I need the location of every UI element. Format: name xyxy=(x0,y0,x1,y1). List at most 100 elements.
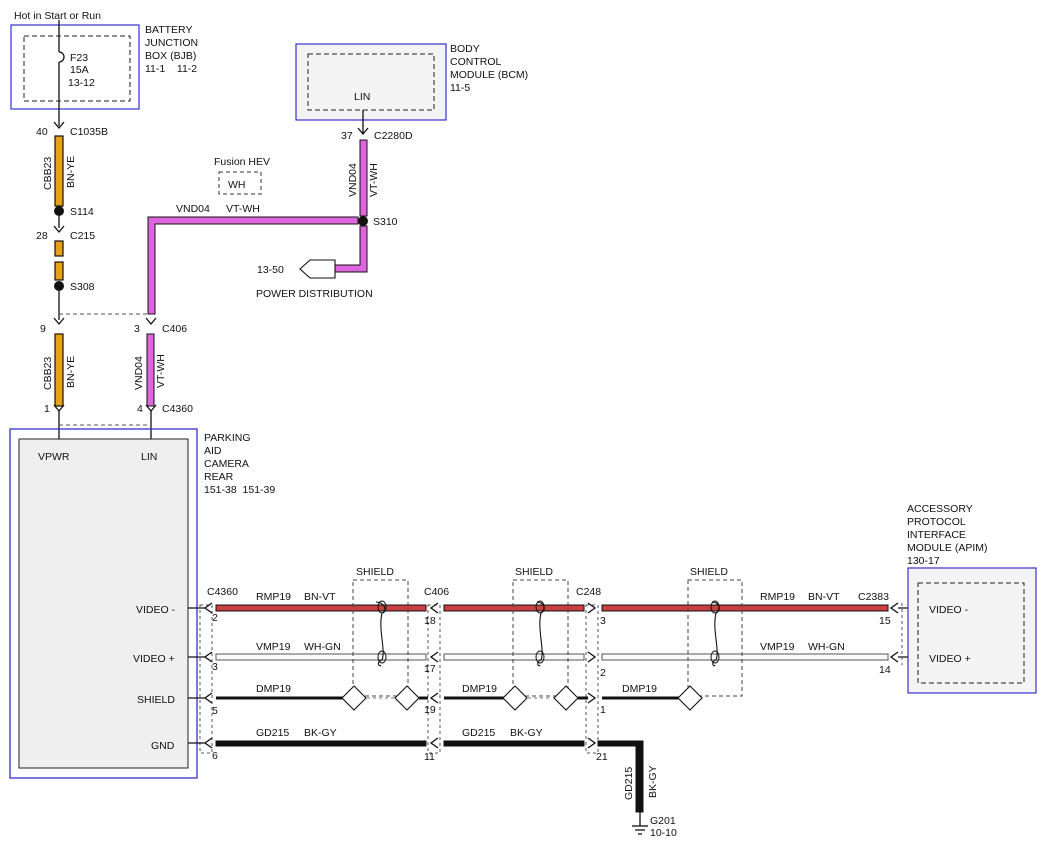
c248-side-name: C248 xyxy=(576,586,601,598)
wire-vnd04-label-2: VND04 xyxy=(176,203,210,215)
apim-module-box xyxy=(907,567,1037,694)
wire-wh-gn-label-a: WH-GN xyxy=(304,641,341,653)
shield-box-b xyxy=(512,579,569,697)
wire-vnd04-label-3: VND04 xyxy=(133,356,145,390)
wire-rmp19-seg-c xyxy=(601,604,889,612)
apim-name-3: INTERFACE xyxy=(907,529,966,541)
c2383-side-name: C2383 xyxy=(858,591,889,603)
camera-name-4: REAR xyxy=(204,471,234,483)
c406-side-name: C406 xyxy=(424,586,449,598)
wire-gd215-ground xyxy=(597,740,644,813)
fuse-icon xyxy=(58,51,65,63)
camera-pin-video-plus: VIDEO + xyxy=(133,653,175,665)
c215-name: C215 xyxy=(70,230,95,242)
connector-c215-icon xyxy=(53,225,65,234)
wire-vnd04-horizontal xyxy=(147,216,359,315)
wire-gd215-label-a: GD215 xyxy=(256,727,289,739)
camera-name-3: CAMERA xyxy=(204,458,249,470)
fuse-name: F23 xyxy=(70,52,88,64)
bcm-pin-lin: LIN xyxy=(354,91,370,103)
c406-pin-19: 19 xyxy=(424,704,436,716)
fuse-location: 13-12 xyxy=(68,77,95,89)
camera-name-2: AID xyxy=(204,445,222,457)
wire-vt-wh-label-3: VT-WH xyxy=(155,354,167,388)
shield-drain-diamond-b2 xyxy=(553,685,579,711)
camera-refs: 151-38 151-39 xyxy=(204,484,275,496)
splice-s310 xyxy=(358,216,368,226)
c248-pin-1: 1 xyxy=(600,704,606,716)
wire-rmp19-seg-b xyxy=(443,604,585,612)
c215-pin: 28 xyxy=(36,230,48,242)
apim-pin-video-minus: VIDEO - xyxy=(929,604,969,616)
wire-gd215-label-ground: GD215 xyxy=(623,767,635,800)
wire-bk-gy-label-a: BK-GY xyxy=(304,727,337,739)
c2280d-pin: 37 xyxy=(341,130,353,142)
shield-label-b: SHIELD xyxy=(515,566,553,578)
bjb-inner-box xyxy=(23,35,131,102)
shield-box-c xyxy=(687,579,743,697)
wire-gd215-seg-a xyxy=(215,740,427,747)
bjb-name-1: BATTERY xyxy=(145,24,192,36)
wire-vmp19-seg-b xyxy=(443,653,585,661)
wire-gd215-label-b: GD215 xyxy=(462,727,495,739)
fusion-hev-box xyxy=(218,171,262,195)
bjb-module-box xyxy=(10,24,140,110)
wire-bn-ye-label-1: BN-YE xyxy=(65,156,77,188)
s114-label: S114 xyxy=(70,206,94,218)
power-dist-label: POWER DISTRIBUTION xyxy=(256,288,373,300)
wire-bn-vt-label-a: BN-VT xyxy=(304,591,336,603)
c4360-pin-5: 5 xyxy=(212,705,218,717)
c4360-pin-4: 4 xyxy=(137,403,143,415)
ground-ref: 10-10 xyxy=(650,827,677,839)
wire-vmp19-label-c: VMP19 xyxy=(760,641,795,653)
power-dist-connector-icon xyxy=(299,259,336,279)
c248-pin-2: 2 xyxy=(600,667,606,679)
c406-pin-9: 9 xyxy=(40,323,46,335)
connector-c406-pin3-icon xyxy=(145,317,157,326)
wire-rmp19-label-a: RMP19 xyxy=(256,591,291,603)
c1035b-pin: 40 xyxy=(36,126,48,138)
camera-inner-box xyxy=(18,438,189,769)
wire-dmp19-label-a: DMP19 xyxy=(256,683,291,695)
wire-rmp19-label-c: RMP19 xyxy=(760,591,795,603)
apim-name-1: ACCESSORY xyxy=(907,503,973,515)
bcm-name-2: CONTROL xyxy=(450,56,501,68)
connector-c1035b-icon xyxy=(53,121,65,130)
shield-drain-diamond-a1 xyxy=(341,685,367,711)
wire-vmp19-seg-a xyxy=(215,653,427,661)
camera-name-1: PARKING xyxy=(204,432,250,444)
wire-vnd04-lower xyxy=(146,333,155,407)
c1035b-name: C1035B xyxy=(70,126,108,138)
camera-pin-video-minus: VIDEO - xyxy=(136,604,176,616)
shield-drain-diamond-b1 xyxy=(502,685,528,711)
apim-pin-video-plus: VIDEO + xyxy=(929,653,971,665)
camera-module-box xyxy=(9,428,198,779)
c406-pin-17: 17 xyxy=(424,663,436,675)
c248-side-connector xyxy=(585,604,599,754)
wire-wh-gn-label-c: WH-GN xyxy=(808,641,845,653)
camera-pin-lin: LIN xyxy=(141,451,157,463)
bcm-name-1: BODY xyxy=(450,43,480,55)
c248-pin-3: 3 xyxy=(600,615,606,627)
shield-drain-diamond-c xyxy=(677,685,703,711)
wire-gd215-seg-b xyxy=(443,740,585,747)
wire-vnd04-bcm xyxy=(359,139,368,217)
c406-pin-18: 18 xyxy=(424,615,436,627)
bcm-module-box xyxy=(295,43,447,121)
camera-pin-vpwr: VPWR xyxy=(38,451,70,463)
ground-name: G201 xyxy=(650,815,676,827)
shield-label-c: SHIELD xyxy=(690,566,728,578)
wire-cbb23-seg1 xyxy=(54,135,64,207)
wire-vmp19-label-a: VMP19 xyxy=(256,641,291,653)
apim-name-2: PROTOCOL xyxy=(907,516,966,528)
s308-label: S308 xyxy=(70,281,95,293)
apim-ref: 130-17 xyxy=(907,555,940,567)
ground-icon xyxy=(632,825,648,835)
c406-pin-3: 3 xyxy=(134,323,140,335)
splice-s114 xyxy=(54,206,64,216)
camera-pin-shield: SHIELD xyxy=(137,694,175,706)
apim-inner-box xyxy=(917,582,1025,684)
wire-cbb23-seg4 xyxy=(54,333,64,407)
c2280d-name: C2280D xyxy=(374,130,413,142)
